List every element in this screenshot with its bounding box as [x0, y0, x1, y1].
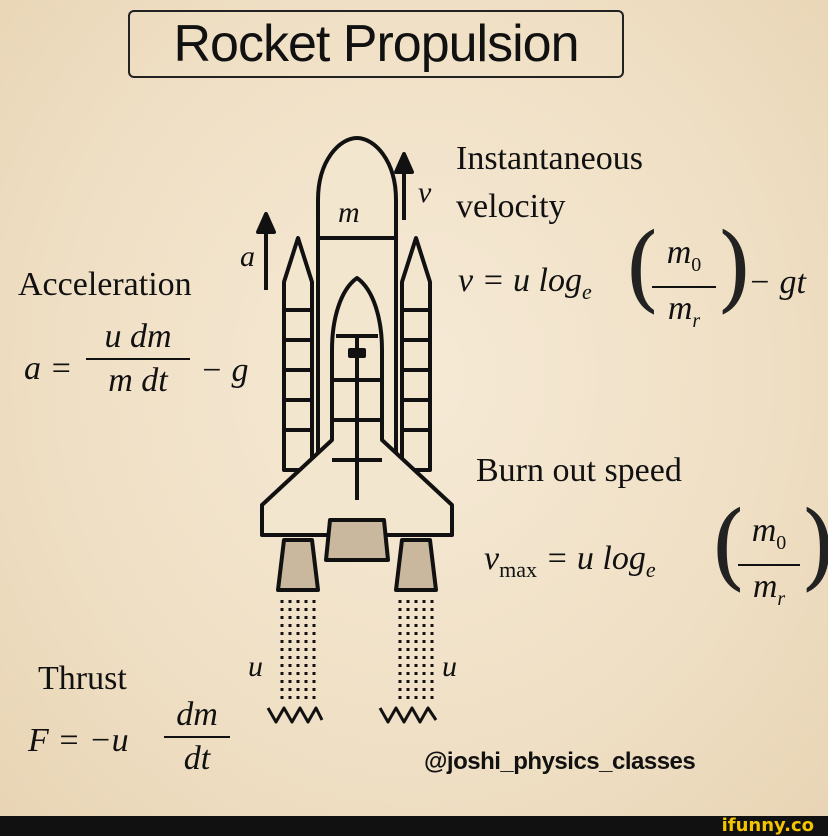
page-title: Rocket Propulsion — [173, 15, 580, 73]
accel-label: a — [240, 240, 255, 273]
burnout-paren-right: ) — [800, 500, 828, 594]
acceleration-heading: Acceleration — [18, 266, 192, 303]
velocity-lhs: v = u loge — [458, 262, 592, 304]
exhaust-label-right: u — [442, 650, 457, 683]
acceleration-fraction: u dm m dt — [86, 318, 190, 400]
center-nozzle — [324, 518, 390, 562]
exhaust-label-left: u — [248, 650, 263, 683]
right-nozzle — [394, 538, 438, 592]
left-booster — [282, 236, 314, 472]
burnout-lhs: vmax = u loge — [484, 540, 656, 582]
velocity-paren-right: ) — [716, 214, 753, 323]
brand-watermark: ifunny.co — [721, 815, 814, 836]
burnout-heading: Burn out speed — [476, 452, 682, 489]
velocity-label: v — [418, 176, 432, 209]
velocity-paren-left: ( — [624, 214, 661, 323]
acceleration-tail: − g — [200, 352, 249, 389]
right-booster — [400, 236, 432, 472]
velocity-heading-2: velocity — [456, 188, 566, 225]
burnout-fraction: m0 mr — [738, 512, 800, 618]
left-flame — [266, 706, 324, 724]
velocity-fraction: m0 mr — [652, 234, 716, 340]
footer-bar: ifunny.co — [0, 816, 828, 836]
left-nozzle — [276, 538, 320, 592]
acceleration-lhs: a = — [24, 350, 73, 387]
thrust-heading: Thrust — [38, 660, 127, 697]
author-handle: @joshi_physics_classes — [424, 748, 696, 775]
velocity-heading-1: Instantaneous — [456, 140, 643, 177]
title-box: Rocket Propulsion — [128, 10, 624, 78]
thrust-fraction: dm dt — [164, 696, 230, 778]
right-flame — [378, 706, 438, 724]
mass-label: m — [338, 196, 360, 229]
thrust-lhs: F = −u — [28, 722, 129, 759]
velocity-tail: − gt — [748, 264, 806, 301]
burnout-paren-left: ( — [710, 492, 747, 601]
